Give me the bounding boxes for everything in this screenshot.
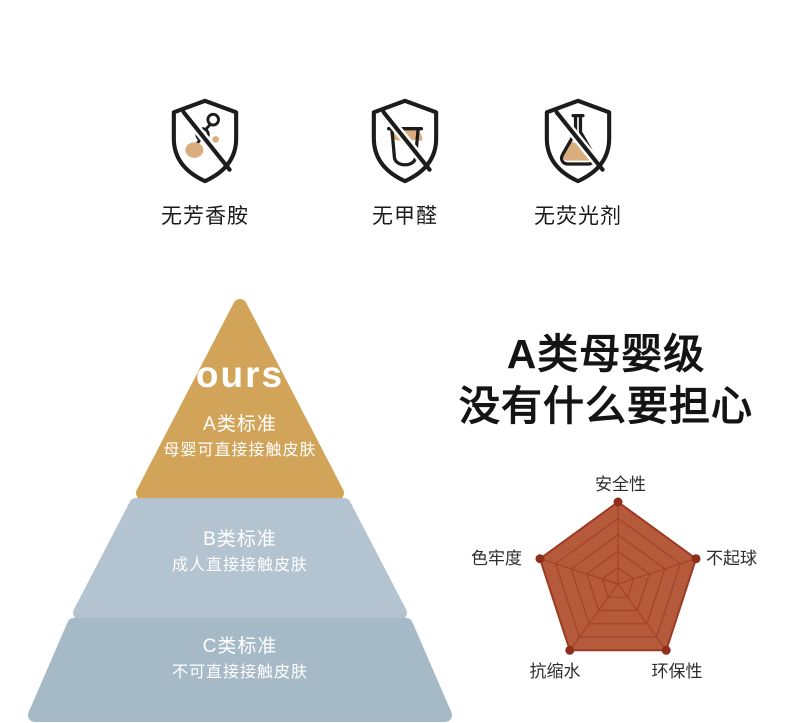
molecule-ring-icon <box>206 112 220 127</box>
radar-axis-label-eco: 环保性 <box>651 662 703 681</box>
molecule-blob-icon <box>185 142 204 158</box>
prohibition-slash-icon <box>554 110 605 172</box>
standard-pyramid: ours A类标准 母婴可直接接触皮肤 B类标准 成人直接接触皮肤 C类标准 不… <box>22 288 458 723</box>
pyramid-level-b-shape <box>73 498 407 620</box>
headline-line2: 没有什么要担心 <box>459 383 753 429</box>
badge-label: 无芳香胺 <box>161 205 249 228</box>
radar-axis-label-no-pilling: 不起球 <box>706 549 757 568</box>
radar-chart: 安全性 不起球 环保性 抗缩水 色牢度 <box>468 466 773 706</box>
shield-outline-icon <box>371 98 439 184</box>
pyramid-level-a-shape <box>136 299 344 500</box>
badge-label: 无荧光剂 <box>534 205 622 228</box>
brand-logo: ours <box>195 354 285 395</box>
prohibition-slash-icon <box>181 110 232 172</box>
headline-line1: A类母婴级 <box>506 331 706 377</box>
radar-axis-label-shrinkproof: 抗缩水 <box>529 662 581 681</box>
shield-outline-icon <box>544 98 612 184</box>
badge-no-fluorescent: 无荧光剂 <box>503 94 653 230</box>
level-c-grade: C类标准 <box>202 636 278 657</box>
no-aromatic-amines-icon <box>171 98 239 184</box>
level-a-desc: 母婴可直接接触皮肤 <box>163 442 317 459</box>
level-b-grade: B类标准 <box>203 529 277 550</box>
level-a-grade: A类标准 <box>203 414 277 435</box>
radar-axis-label-safety: 安全性 <box>595 475 646 494</box>
badge-label: 无甲醛 <box>372 205 438 228</box>
level-b-desc: 成人直接接触皮肤 <box>171 557 308 574</box>
badge-no-formaldehyde: 无甲醛 <box>330 94 480 230</box>
pyramid-graphic <box>28 299 452 722</box>
no-formaldehyde-icon <box>371 98 439 184</box>
radar-axis-label-colorfast: 色牢度 <box>471 549 522 568</box>
no-fluorescent-icon <box>544 98 612 184</box>
pyramid-level-c-shape <box>28 618 452 722</box>
badge-no-aromatic-amines: 无芳香胺 <box>130 94 280 230</box>
headline: A类母婴级 没有什么要担心 <box>438 328 774 432</box>
level-c-desc: 不可直接接触皮肤 <box>171 664 308 681</box>
prohibition-slash-icon <box>381 110 432 172</box>
radar-graphic <box>535 497 701 655</box>
shield-outline-icon <box>171 98 239 184</box>
